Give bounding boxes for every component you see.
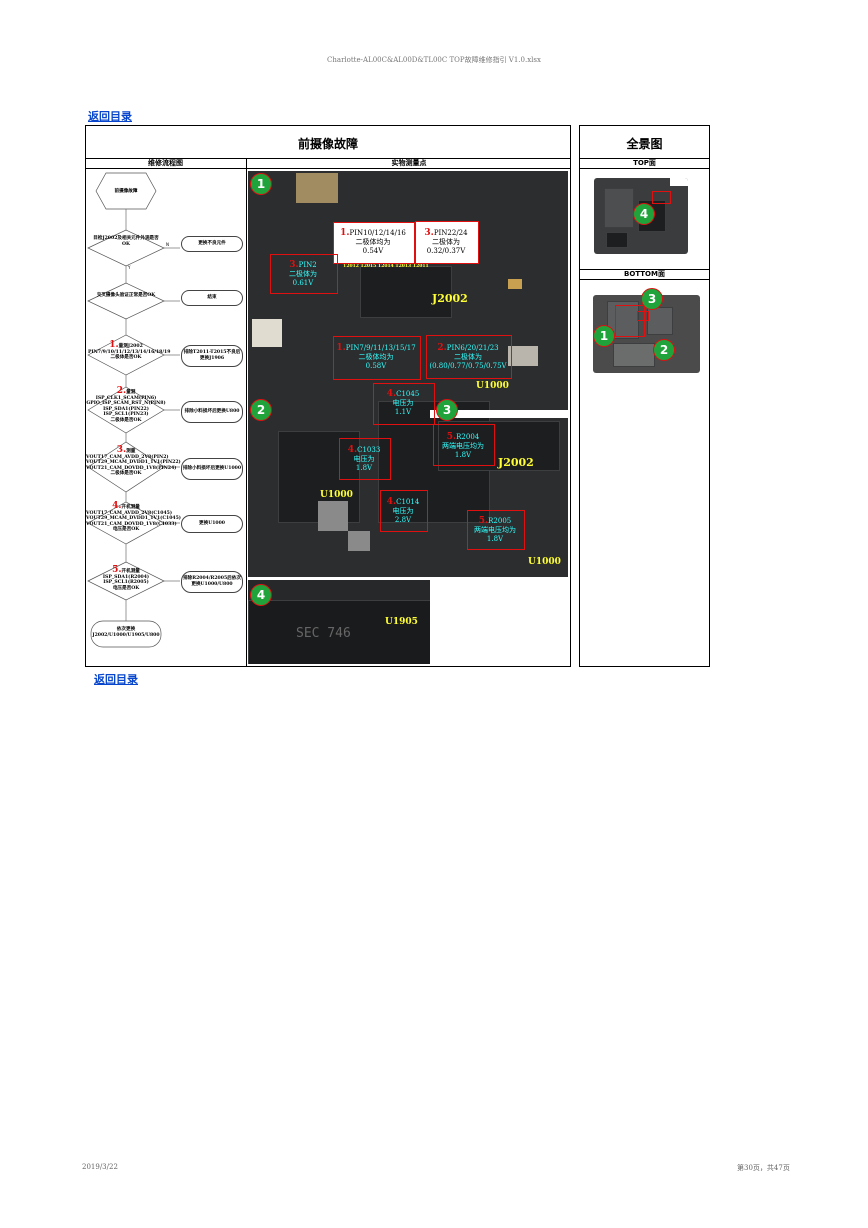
overview-top-marker-4: 4 (633, 203, 655, 225)
document-header: Charlotte-AL00C&AL00D&TL00C TOP故障维修指引 V1… (327, 56, 541, 64)
back-to-index-link-top[interactable]: 返回目录 (88, 110, 132, 123)
label-u1905: U1905 (385, 617, 418, 627)
measure-box-pin10 (333, 222, 415, 264)
measure-pin10-text: 1.PIN10/12/14/16 二极体均为 0.54V (340, 228, 406, 256)
flow-end: 依次更换 J2002/U1000/U1905/U800 (92, 627, 160, 638)
overview-panel (579, 125, 710, 667)
top-side-label: TOP面 (579, 158, 710, 169)
flow-question-step4: 4.开机测量 VOUT17_CAM_AVDD_2V8(C1045) VOUT29… (86, 501, 181, 533)
flowchart-shapes (87, 172, 180, 648)
overview-bottom-marker-2: 2 (653, 339, 675, 361)
footer-page-number: 第30页，共47页 (737, 1164, 790, 1172)
measure-box-c1033 (339, 438, 391, 480)
label-sec-chip: SEC 746 (296, 626, 351, 641)
label-j2002: J2002 (432, 292, 468, 305)
flow-action-end: 结束 (181, 290, 243, 306)
measure-box-r2005 (467, 510, 525, 550)
label-u1000-left: U1000 (320, 490, 353, 500)
measure-box-pin7 (333, 336, 421, 380)
overview-bottom-marker-1: 1 (593, 325, 615, 347)
flow-action-step2: 排除小料损坏后更换U800 (181, 401, 243, 423)
main-title: 前摄像故障 (297, 137, 358, 151)
photo-marker-2: 2 (250, 399, 272, 421)
flow-column-header: 维修流程图 (85, 158, 247, 169)
photo-marker-3: 3 (436, 399, 458, 421)
label-u1000-top: U1000 (476, 381, 509, 391)
fault-table (85, 125, 571, 667)
label-pin-row: T2012 T2015 T2014 T2013 T2011 (343, 264, 429, 269)
flow-question-step3: 3.测量 VOUT17_CAM_AVDD_2V8(PIN2) VOUT29_MC… (86, 445, 181, 477)
flow-start: 前摄像故障 (114, 189, 138, 195)
measure-box-c1045 (373, 383, 435, 425)
measure-c1033-text: 4.C1033 电压为 1.8V (347, 445, 381, 473)
measure-pin2-text: 3.PIN2 二极体为 0.61V (289, 260, 317, 288)
flow-action-replace-part: 更换不良元件 (181, 236, 243, 252)
measure-column-header: 实物测量点 (247, 158, 571, 169)
measure-r2004-text: 5.R2004 两端电压均为 1.8V (442, 432, 484, 460)
board-photo-u1905 (248, 580, 430, 664)
flow-action-step3: 排除小料损坏后更换U1000 (181, 458, 243, 480)
measure-pin22-text: 3.PIN22/24 二极体为 0.32/0.37V (424, 228, 468, 256)
footer-date: 2019/3/22 (82, 1163, 118, 1171)
flow-question-step1: 1.量测J2002 PIN7/9/10/11/12/13/14/16/18/19… (88, 340, 171, 361)
measure-pin6-text: 2.PIN6/20/21/23 二极体为 (0.80/0.77/0.75/0.7… (429, 343, 507, 371)
label-j2002-right: J2002 (498, 456, 534, 469)
measure-c1045-text: 4.C1045 电压为 1.1V (386, 389, 420, 417)
flow-action-step4: 更换U1000 (181, 515, 243, 533)
flow-question-step5: 5.开机测量 ISP_SDA1(R2004) ISP_SCL1(R2005) 电… (102, 565, 150, 591)
measure-box-pin6 (426, 335, 512, 379)
measure-box-r2004 (433, 424, 495, 466)
column-divider (246, 169, 247, 667)
measure-box-pin22 (415, 221, 479, 264)
measure-box-c1014 (380, 490, 428, 532)
flow-no-1: N (166, 242, 169, 247)
photo-gap (430, 410, 570, 418)
measure-box-pin2 (270, 254, 338, 294)
overview-bottom-marker-3: 3 (641, 288, 663, 310)
overview-title: 全景图 (626, 137, 663, 151)
flow-action-step5: 排除R2004/R2005后依次更换U1000/U800 (181, 571, 243, 593)
photo-marker-1: 1 (250, 173, 272, 195)
photo-blank (430, 580, 570, 666)
photo-marker-4: 4 (250, 584, 272, 606)
measure-c1014-text: 4.C1014 电压为 2.8V (386, 497, 420, 525)
flow-yes-1: Y (128, 265, 131, 270)
measure-r2005-text: 5.R2005 两端电压均为 1.8V (474, 516, 516, 544)
flow-question-visual-check: 目检J2002及相关元件外观是否OK (93, 236, 159, 247)
flow-question-swap-camera: 交叉摄像头验证正常是否OK (96, 293, 156, 298)
flow-action-step1: 排除T2011-T2015不良后更换J1906 (181, 345, 243, 367)
bottom-side-label: BOTTOM面 (579, 269, 710, 280)
back-to-index-link-bottom[interactable]: 返回目录 (94, 673, 138, 686)
measure-pin7-text: 1.PIN7/9/11/13/15/17 二极体均为 0.58V (336, 343, 416, 371)
flow-question-step2: 2.量测 ISP_CLK1_SCAM(PIN6) GPIO_ISP_SCAM_R… (86, 386, 166, 423)
label-u1000-right: U1000 (528, 557, 561, 567)
